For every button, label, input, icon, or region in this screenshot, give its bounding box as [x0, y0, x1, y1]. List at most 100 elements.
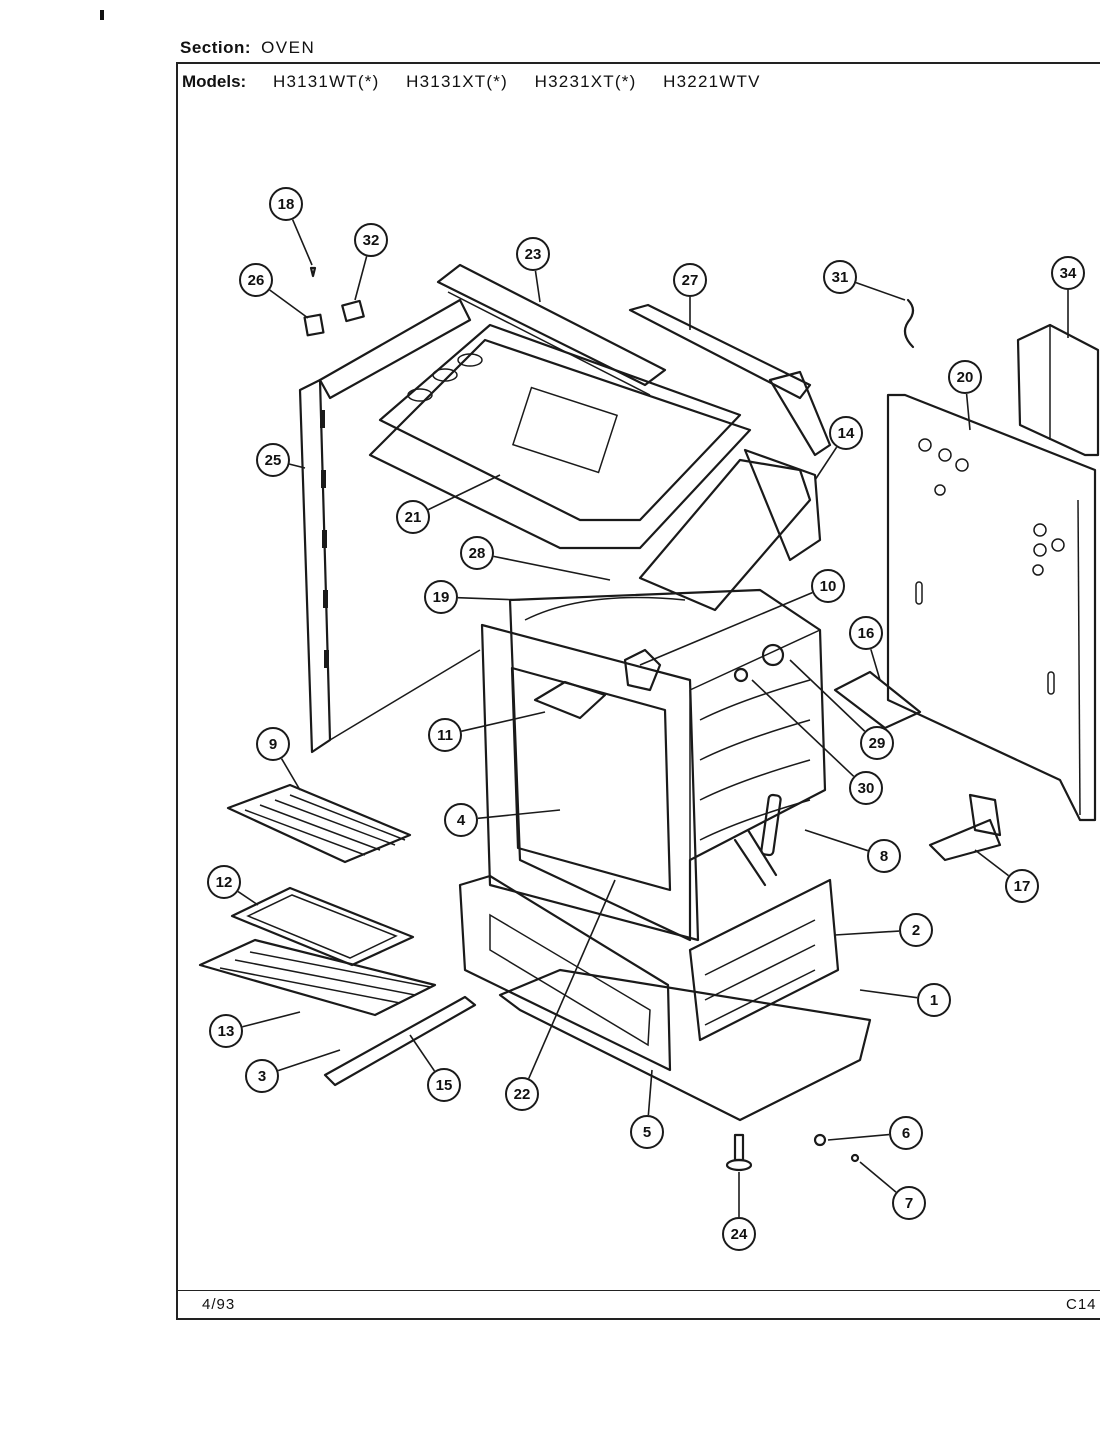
model-1: H3131WT(*)	[272, 72, 380, 91]
leader-line	[870, 649, 881, 681]
callout-28: 28	[460, 536, 611, 581]
callout-number: 7	[905, 1195, 913, 1212]
callout-circle	[860, 726, 894, 760]
callout-26: 26	[239, 263, 309, 319]
callout-number: 29	[869, 735, 886, 752]
oven-baffle	[533, 680, 607, 720]
callout-number: 20	[957, 369, 974, 386]
leader-line	[277, 1049, 341, 1072]
leader-line	[269, 289, 309, 319]
model-3: H3231XT(*)	[534, 72, 637, 91]
callout-3: 3	[245, 1049, 341, 1093]
callout-circle	[256, 443, 290, 477]
callout-number: 17	[1014, 878, 1031, 895]
callout-9: 9	[256, 727, 301, 791]
section-label: Section:	[180, 38, 252, 57]
base-pan	[498, 968, 872, 1122]
callout-circle	[899, 913, 933, 947]
callout-number: 14	[838, 425, 855, 442]
callout-5: 5	[630, 1069, 664, 1149]
cover-box	[1016, 323, 1100, 457]
callout-circle	[849, 771, 883, 805]
callout-number: 27	[682, 272, 699, 289]
insulation-strip	[628, 303, 832, 457]
callout-circle	[1051, 256, 1085, 290]
leader-line	[751, 679, 855, 777]
callout-number: 9	[269, 736, 277, 753]
callout-17: 17	[974, 849, 1039, 903]
leader-line	[855, 281, 906, 301]
callout-circle	[427, 1068, 461, 1102]
drawer-front	[458, 874, 672, 1072]
wire-lead	[903, 298, 915, 349]
callout-number: 4	[457, 812, 466, 829]
nut-6	[813, 1133, 827, 1147]
callout-27: 27	[673, 263, 707, 330]
callout-number: 11	[437, 727, 453, 744]
callout-circle	[209, 1014, 243, 1048]
callout-20: 20	[948, 360, 982, 431]
callout-number: 30	[858, 780, 875, 797]
callout-22: 22	[505, 879, 616, 1111]
callout-circle	[889, 1116, 923, 1150]
callout-circle	[256, 727, 290, 761]
callout-number: 19	[433, 589, 450, 606]
callout-circle	[867, 839, 901, 873]
callout-number: 15	[436, 1077, 453, 1094]
callout-number: 21	[405, 509, 422, 526]
leader-line	[827, 1133, 890, 1141]
callout-32: 32	[354, 223, 388, 301]
callout-number: 34	[1060, 265, 1077, 282]
callout-number: 26	[248, 272, 265, 289]
callout-21: 21	[396, 474, 501, 534]
callout-circle	[829, 416, 863, 450]
leader-line	[804, 829, 869, 852]
callout-7: 7	[859, 1161, 926, 1220]
callout-number: 10	[820, 578, 837, 595]
broiler-duct	[638, 448, 822, 612]
callout-number: 3	[258, 1068, 266, 1085]
callout-circle	[207, 865, 241, 899]
footer-rule	[178, 1290, 1100, 1291]
model-2: H3131XT(*)	[406, 72, 508, 91]
oven-rack-13	[198, 938, 437, 1017]
leader-line	[965, 393, 971, 431]
callout-6: 6	[827, 1116, 923, 1150]
lamp-socket	[761, 643, 785, 667]
callout-number: 2	[912, 922, 920, 939]
broiler-pan-12	[230, 886, 415, 967]
leader-line	[461, 711, 546, 732]
oven-rack-9	[226, 783, 412, 864]
callout-number: 28	[469, 545, 486, 562]
callout-34: 34	[1051, 256, 1085, 338]
drawer-rail	[323, 995, 477, 1087]
heat-shield-plate	[833, 670, 922, 730]
callout-number: 6	[902, 1125, 910, 1142]
callout-4: 4	[444, 803, 561, 837]
leader-line	[647, 1069, 653, 1116]
oven-front-frame	[480, 623, 700, 942]
callout-number: 16	[858, 625, 875, 642]
scan-mark	[100, 10, 104, 20]
callout-circle	[354, 223, 388, 257]
leader-line	[457, 596, 521, 601]
callout-1: 1	[859, 983, 951, 1017]
callout-circle	[823, 260, 857, 294]
callout-13: 13	[209, 1011, 301, 1048]
callout-number: 32	[363, 232, 380, 249]
callout-circle	[396, 500, 430, 534]
callout-2: 2	[834, 913, 933, 947]
callout-16: 16	[849, 616, 883, 681]
lamp-bulb	[733, 667, 749, 683]
small-clip-26	[303, 313, 325, 337]
callout-circle	[424, 580, 458, 614]
section-value: OVEN	[261, 38, 316, 57]
callout-circle	[948, 360, 982, 394]
leader-line	[242, 1011, 301, 1028]
leader-line	[477, 809, 561, 820]
callout-18: 18	[269, 187, 313, 266]
callout-circle	[239, 263, 273, 297]
leader-line	[237, 890, 259, 906]
